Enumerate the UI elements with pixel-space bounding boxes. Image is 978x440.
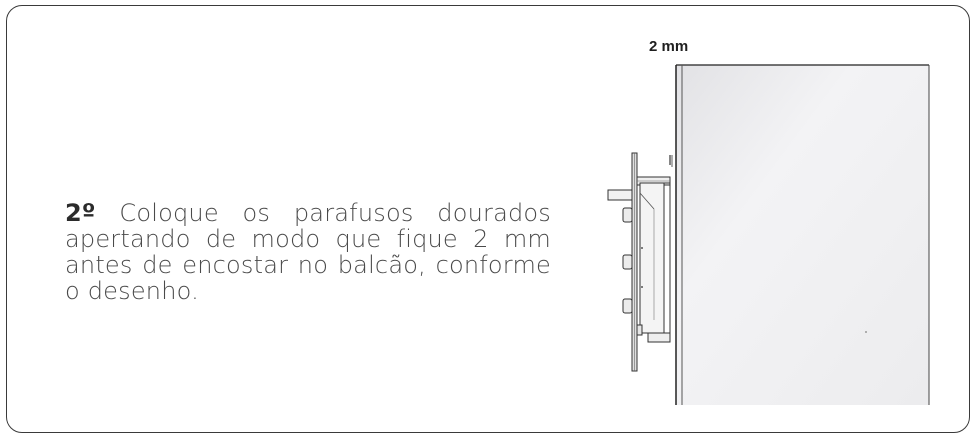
gap-marker (669, 155, 673, 167)
dimension-label: 2 mm (649, 38, 689, 55)
step-number: 2º (65, 199, 96, 227)
mechanism-assembly (607, 152, 867, 372)
instruction-text: 2º Coloque os parafusos dourados apertan… (65, 200, 551, 304)
step-description: Coloque os parafusos dourados apertando … (65, 199, 551, 305)
counter-panel (675, 64, 930, 405)
technical-drawing (607, 64, 930, 405)
